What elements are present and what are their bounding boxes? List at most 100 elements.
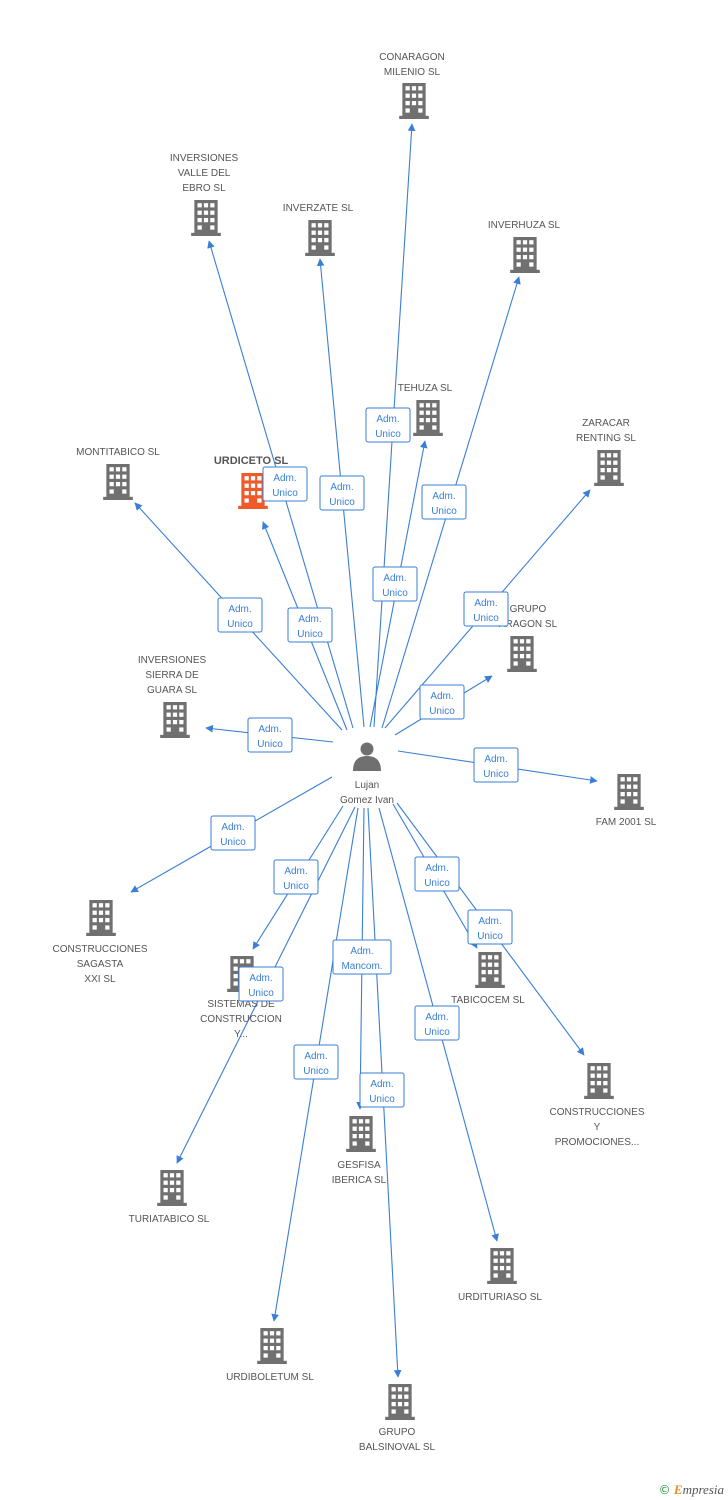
company-node-inverzate[interactable]: INVERZATE SL xyxy=(283,203,354,256)
company-label: CONSTRUCCION xyxy=(200,1014,282,1025)
company-label: FAM 2001 SL xyxy=(596,817,657,828)
company-node-tabicocem[interactable]: TABICOCEM SL xyxy=(451,952,525,1006)
company-node-urdiboletum[interactable]: URDIBOLETUM SL xyxy=(226,1328,314,1383)
role-tag-text: Unico xyxy=(424,1027,450,1038)
role-tag-box xyxy=(359,1072,405,1108)
role-tag-balsinoval[interactable]: Adm.Unico xyxy=(359,1072,405,1108)
role-tag-text: Adm. xyxy=(370,1079,393,1090)
role-tag-text: Adm. xyxy=(350,946,373,957)
role-tag-inv-sierra[interactable]: Adm.Unico xyxy=(247,717,293,753)
company-label: MONTITABICO SL xyxy=(76,447,160,458)
role-tag-box xyxy=(332,939,392,975)
role-tag-box xyxy=(467,909,513,945)
company-label: TURIATABICO SL xyxy=(129,1214,210,1225)
role-tag-text: Adm. xyxy=(425,863,448,874)
role-tag-sistemas[interactable]: Adm.Unico xyxy=(273,859,319,895)
role-tag-inverhuza[interactable]: Adm. Unico xyxy=(421,484,467,520)
role-tag-text: Unico xyxy=(431,506,457,517)
role-tag-montitabico[interactable]: Adm.Unico xyxy=(217,597,263,633)
role-tag-text: Unico xyxy=(272,488,298,499)
role-tag-text: Unico xyxy=(429,706,455,717)
role-tag-grupo-aragon[interactable]: Adm.Unico xyxy=(419,684,465,720)
building-icon xyxy=(160,702,190,738)
company-label: URDICETO SL xyxy=(214,455,289,467)
role-tag-promociones[interactable]: Adm.Unico xyxy=(467,909,513,945)
role-tag-text: Adm. xyxy=(273,473,296,484)
company-node-inverhuza[interactable]: INVERHUZA SL xyxy=(488,220,561,273)
company-node-sistemas[interactable]: SISTEMAS DECONSTRUCCIONY... xyxy=(200,956,282,1040)
role-tag-turiatabico[interactable]: Adm.Unico xyxy=(238,966,284,1002)
company-node-urdiceto[interactable]: URDICETO SL xyxy=(214,455,289,509)
role-tag-text: Adm. xyxy=(221,822,244,833)
role-tag-box xyxy=(210,815,256,851)
company-node-turiatabico[interactable]: TURIATABICO SL xyxy=(129,1170,210,1225)
role-tag-gesfisa[interactable]: Adm. Mancom. xyxy=(332,939,392,975)
brand-name: mpresia xyxy=(682,1482,724,1497)
role-tag-text: Adm. xyxy=(425,1012,448,1023)
company-label: GRUPO xyxy=(379,1427,416,1438)
company-label: PROMOCIONES... xyxy=(555,1137,639,1148)
company-label: ZARACAR xyxy=(582,418,630,429)
person-label: Gomez Ivan xyxy=(340,795,394,806)
role-tag-sagasta[interactable]: Adm.Unico xyxy=(210,815,256,851)
role-tag-box xyxy=(287,607,333,643)
building-icon xyxy=(385,1384,415,1420)
role-tag-box xyxy=(293,1044,339,1080)
company-node-balsinoval[interactable]: GRUPO BALSINOVAL SL xyxy=(359,1384,436,1453)
role-tag-urdituriaso[interactable]: Adm. Unico xyxy=(414,1005,460,1041)
company-label: TEHUZA SL xyxy=(398,383,453,394)
role-tag-conaragon[interactable]: Adm.Unico xyxy=(365,407,411,443)
role-tag-fam2001[interactable]: Adm.Unico xyxy=(473,747,519,783)
role-tag-text: Adm. xyxy=(258,724,281,735)
company-label: Y xyxy=(594,1122,601,1133)
building-icon xyxy=(157,1170,187,1206)
role-tag-text: Adm. xyxy=(228,604,251,615)
role-tag-inv-valle[interactable]: Adm. Unico xyxy=(262,466,308,502)
role-tag-text: Unico xyxy=(382,588,408,599)
role-tag-text: Unico xyxy=(248,988,274,999)
role-tag-tehuza[interactable]: Adm.Unico xyxy=(372,566,418,602)
role-tag-text: Unico xyxy=(329,497,355,508)
role-tag-inverzate[interactable]: Adm.Unico xyxy=(319,475,365,511)
role-tag-box xyxy=(414,856,460,892)
role-tag-urdiceto[interactable]: Adm.Unico xyxy=(287,607,333,643)
company-label: INVERSIONES xyxy=(170,153,239,164)
building-icon xyxy=(594,450,624,486)
role-tag-text: Mancom. xyxy=(341,961,382,972)
company-label: CONARAGON xyxy=(379,52,445,63)
building-icon xyxy=(507,636,537,672)
company-label: BALSINOVAL SL xyxy=(359,1442,436,1453)
role-tag-text: Adm. xyxy=(474,598,497,609)
role-tag-tabicocem[interactable]: Adm.Unico xyxy=(414,856,460,892)
company-node-urdituriaso[interactable]: URDITURIASO SL xyxy=(458,1248,542,1303)
empresia-logo: © Empresia xyxy=(659,1482,724,1498)
role-tag-text: Unico xyxy=(297,629,323,640)
role-tag-text: Unico xyxy=(375,429,401,440)
person-icon xyxy=(353,742,381,771)
building-icon xyxy=(305,220,335,256)
role-tag-text: Adm. xyxy=(478,916,501,927)
company-label: CONSTRUCCIONES xyxy=(549,1107,644,1118)
building-icon xyxy=(584,1063,614,1099)
role-tag-text: Adm. xyxy=(432,491,455,502)
role-tag-zaracar[interactable]: Adm.Unico xyxy=(463,591,509,627)
company-node-promociones[interactable]: CONSTRUCCIONES Y PROMOCIONES... xyxy=(549,1063,645,1148)
role-tag-text: Unico xyxy=(283,881,309,892)
company-label: URDITURIASO SL xyxy=(458,1292,542,1303)
company-node-montitabico[interactable]: MONTITABICO SL xyxy=(76,447,160,500)
building-icon xyxy=(487,1248,517,1284)
company-node-tehuza[interactable]: TEHUZA SL xyxy=(398,383,453,436)
company-node-fam2001[interactable]: FAM 2001 SL xyxy=(596,774,657,828)
company-label: SAGASTA xyxy=(77,959,124,970)
building-icon xyxy=(510,237,540,273)
role-tag-urdiboletum[interactable]: Adm.Unico xyxy=(293,1044,339,1080)
